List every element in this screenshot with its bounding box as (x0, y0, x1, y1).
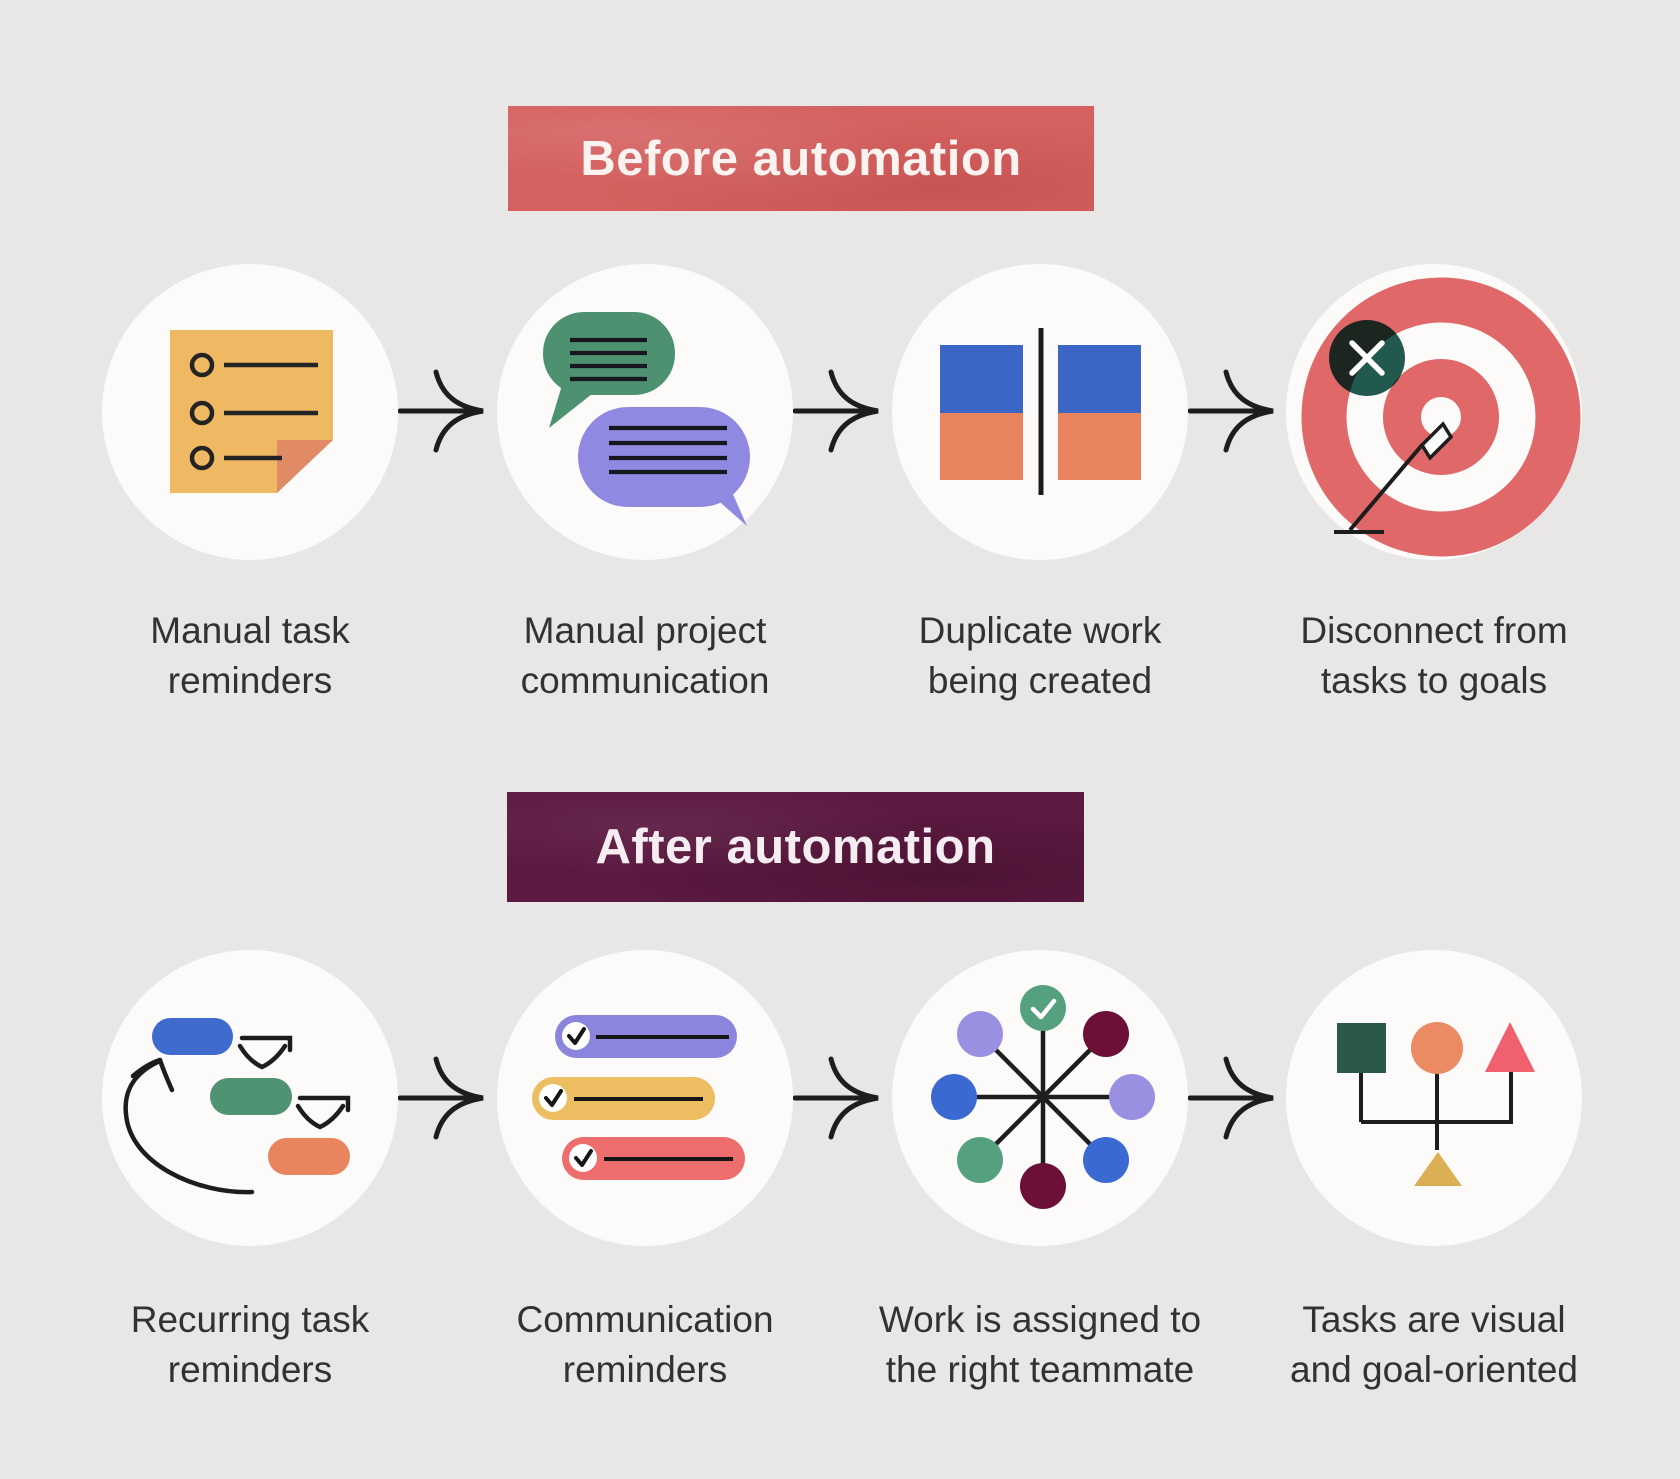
visual-goals-icon (1337, 1022, 1535, 1186)
step-circle (892, 950, 1188, 1246)
step-circle (102, 950, 398, 1246)
flow-arrow-icon (1188, 365, 1280, 457)
target-miss-icon (1301, 277, 1581, 557)
after-banner-label: After automation (595, 820, 996, 874)
duplicate-cards-icon (940, 328, 1141, 495)
flow-arrow-icon (793, 365, 885, 457)
assignment-network-icon (931, 985, 1155, 1209)
chat-bubbles-icon (543, 312, 750, 526)
step-circle (497, 264, 793, 560)
step-caption: Tasks are visual and goal-oriented (1290, 1299, 1578, 1390)
step-caption: Manual project communication (520, 610, 770, 701)
recurring-flow-icon (123, 1018, 351, 1195)
step-caption: Duplicate work being created (918, 610, 1162, 701)
flow-arrow-icon (398, 1052, 490, 1144)
step-caption: Communication reminders (516, 1299, 774, 1390)
before-automation-banner: Before automation (508, 106, 1094, 211)
step-circle (892, 264, 1188, 560)
step-caption: Recurring task reminders (130, 1299, 370, 1390)
flow-arrow-icon (793, 1052, 885, 1144)
step-circle (1286, 950, 1582, 1246)
after-automation-banner: After automation (507, 792, 1084, 902)
step-circle (102, 264, 398, 560)
before-banner-label: Before automation (580, 131, 1022, 186)
step-caption: Manual task reminders (150, 610, 350, 701)
flow-arrow-icon (398, 365, 490, 457)
reminder-bars-icon (532, 1015, 745, 1180)
flow-arrow-icon (1188, 1052, 1280, 1144)
step-caption: Work is assigned to the right teammate (878, 1299, 1202, 1390)
step-caption: Disconnect from tasks to goals (1300, 610, 1568, 701)
step-circle (497, 950, 793, 1246)
step-circle (1286, 264, 1582, 560)
task-list-note-icon (170, 330, 333, 493)
